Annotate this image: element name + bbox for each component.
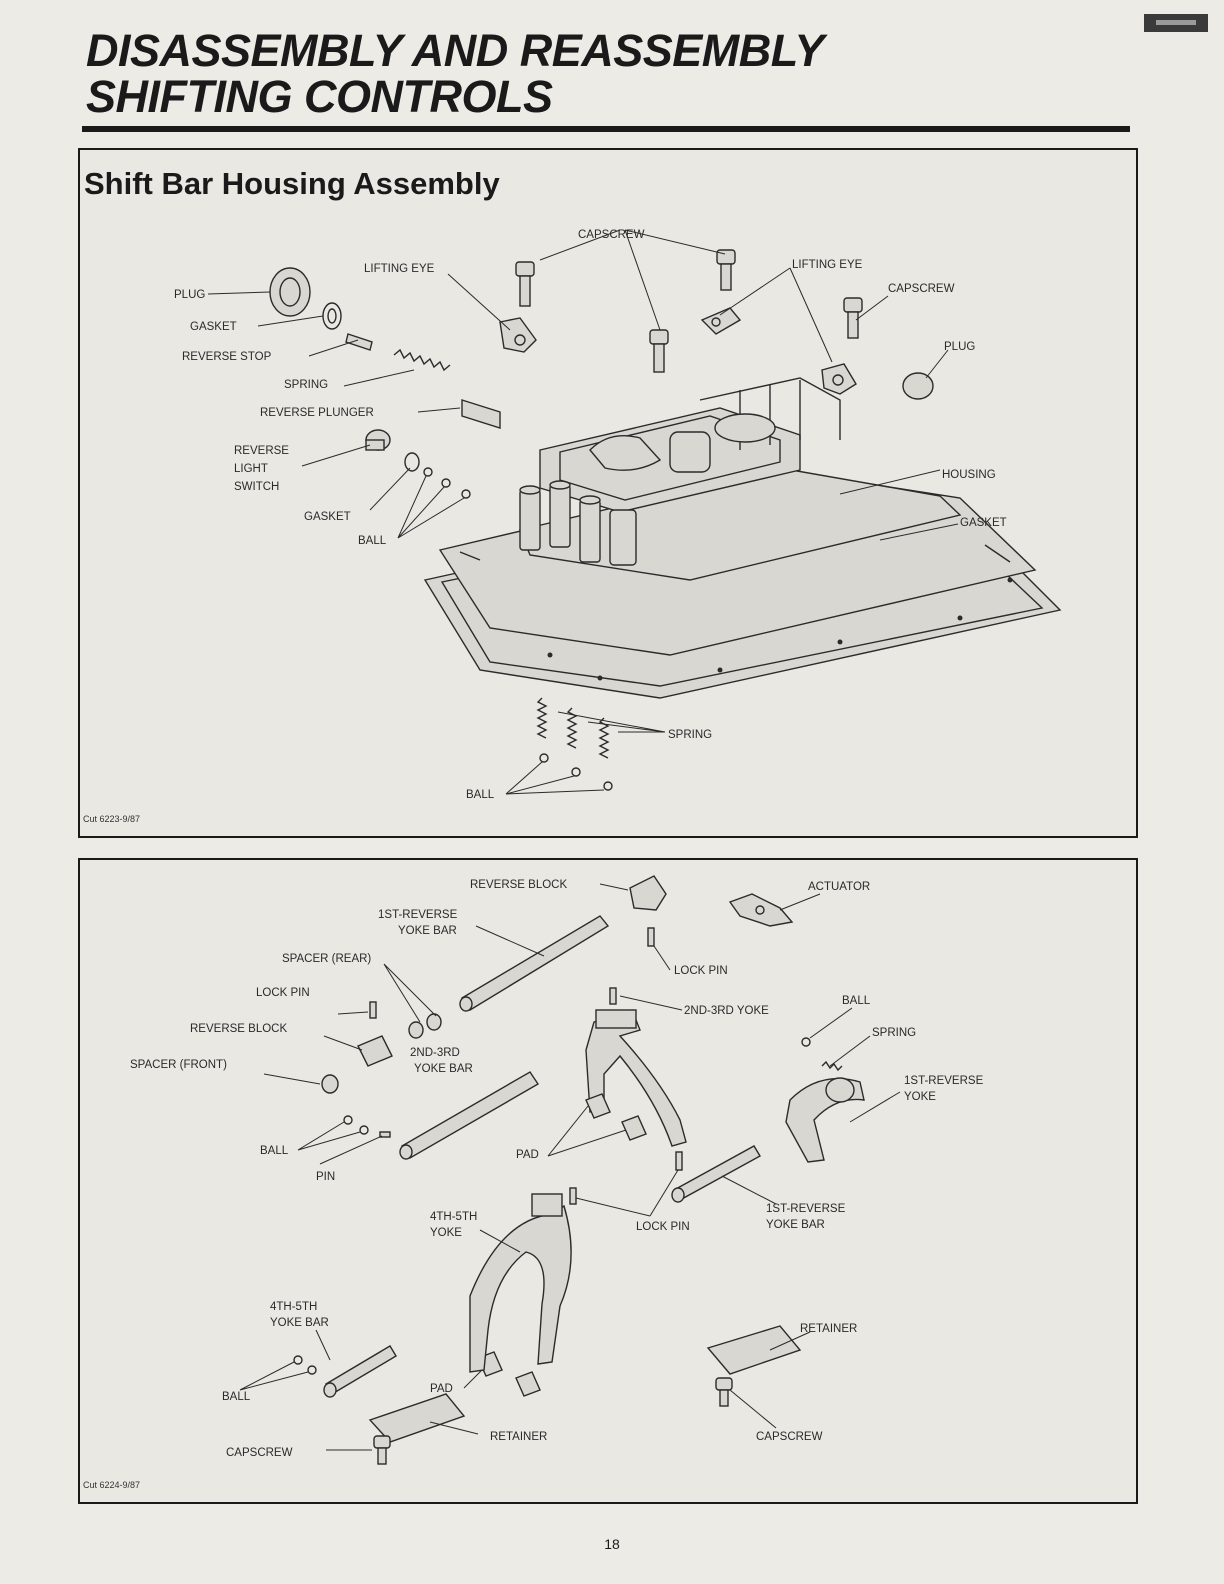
shift-bar-housing-figure: Shift Bar Housing Assembly xyxy=(78,148,1138,838)
label-capscrew-right: CAPSCREW xyxy=(888,283,955,295)
label-housing: HOUSING xyxy=(942,469,996,481)
label-lock-pin-top: LOCK PIN xyxy=(674,965,728,977)
page-title-line-2: SHIFTING CONTROLS xyxy=(86,71,553,122)
label-reverse-light-switch-1: REVERSE xyxy=(234,445,289,457)
label-pad-mid: PAD xyxy=(516,1149,539,1161)
label-spring: SPRING xyxy=(872,1027,916,1039)
label-spring-top: SPRING xyxy=(284,379,328,391)
label-spacer-rear: SPACER (REAR) xyxy=(282,953,371,965)
label-spring-bottom: SPRING xyxy=(668,729,712,741)
housing-labels: CAPSCREW LIFTING EYE LIFTING EYE CAPSCRE… xyxy=(174,229,1007,801)
label-retainer-right: RETAINER xyxy=(800,1323,857,1335)
components-exploded-diagram: REVERSE BLOCK ACTUATOR 1ST-REVERSE YOKE … xyxy=(130,875,984,1465)
components-drawing xyxy=(293,875,865,1465)
page-title: DISASSEMBLY AND REASSEMBLY SHIFTING CONT… xyxy=(86,28,824,120)
label-pad-bottom: PAD xyxy=(430,1383,453,1395)
label-ball-left: BALL xyxy=(260,1145,289,1157)
label-lock-pin-bottom: LOCK PIN xyxy=(636,1221,690,1233)
label-gasket-small: GASKET xyxy=(304,511,351,523)
label-plug-left: PLUG xyxy=(174,289,205,301)
housing-drawing xyxy=(438,377,1037,656)
label-pin: PIN xyxy=(316,1171,335,1183)
top-hardware-drawing xyxy=(269,249,934,499)
label-lifting-eye-left: LIFTING EYE xyxy=(364,263,435,275)
page-edge-tab xyxy=(1144,14,1208,32)
label-reverse-plunger: REVERSE PLUNGER xyxy=(260,407,374,419)
label-gasket-right: GASKET xyxy=(960,517,1007,529)
page-title-line-1: DISASSEMBLY AND REASSEMBLY xyxy=(86,25,824,76)
label-ball-bottom: BALL xyxy=(466,789,495,801)
housing-leader-lines xyxy=(207,229,959,795)
shift-bar-components-figure: REVERSE BLOCK ACTUATOR 1ST-REVERSE YOKE … xyxy=(78,858,1138,1504)
label-reverse-stop: REVERSE STOP xyxy=(182,351,272,363)
label-ball-right: BALL xyxy=(842,995,871,1007)
bottom-springs-drawing xyxy=(536,697,613,791)
components-leader-lines xyxy=(239,883,901,1451)
label-capscrew-left: CAPSCREW xyxy=(226,1447,293,1459)
label-first-reverse-yoke-1: 1ST-REVERSE xyxy=(904,1075,984,1087)
label-plug-right: PLUG xyxy=(944,341,975,353)
page-number: 18 xyxy=(604,1536,620,1552)
label-lock-pin-left: LOCK PIN xyxy=(256,987,310,999)
label-actuator: ACTUATOR xyxy=(808,881,870,893)
components-labels: REVERSE BLOCK ACTUATOR 1ST-REVERSE YOKE … xyxy=(130,879,984,1459)
label-gasket-left: GASKET xyxy=(190,321,237,333)
label-fourth-fifth-yoke-bar-1: 4TH-5TH xyxy=(270,1301,317,1313)
label-first-reverse-yoke-bar-bottom-2: YOKE BAR xyxy=(766,1219,825,1231)
label-reverse-block-left: REVERSE BLOCK xyxy=(190,1023,287,1035)
label-capscrew-top: CAPSCREW xyxy=(578,229,645,241)
label-first-reverse-yoke-bar-top-1: 1ST-REVERSE xyxy=(378,909,458,921)
label-reverse-light-switch-2: LIGHT xyxy=(234,463,268,475)
label-lifting-eye-right: LIFTING EYE xyxy=(792,259,863,271)
figure-cut-number: Cut 6224-9/87 xyxy=(83,1480,141,1490)
label-second-third-yoke-bar-2: YOKE BAR xyxy=(414,1063,473,1075)
label-fourth-fifth-yoke-bar-2: YOKE BAR xyxy=(270,1317,329,1329)
label-ball-top: BALL xyxy=(358,535,387,547)
label-first-reverse-yoke-bar-top-2: YOKE BAR xyxy=(398,925,457,937)
figure-title: Shift Bar Housing Assembly xyxy=(84,166,500,201)
label-fourth-fifth-yoke-1: 4TH-5TH xyxy=(430,1211,477,1223)
label-ball-bottom: BALL xyxy=(222,1391,251,1403)
figure-cut-number: Cut 6223-9/87 xyxy=(83,814,141,824)
label-second-third-yoke-bar-1: 2ND-3RD xyxy=(410,1047,460,1059)
label-first-reverse-yoke-2: YOKE xyxy=(904,1091,936,1103)
label-spacer-front: SPACER (FRONT) xyxy=(130,1059,227,1071)
label-fourth-fifth-yoke-2: YOKE xyxy=(430,1227,462,1239)
title-rule xyxy=(82,126,1130,132)
label-second-third-yoke: 2ND-3RD YOKE xyxy=(684,1005,769,1017)
label-retainer-bottom: RETAINER xyxy=(490,1431,547,1443)
label-reverse-light-switch-3: SWITCH xyxy=(234,481,279,493)
housing-exploded-diagram: CAPSCREW LIFTING EYE LIFTING EYE CAPSCRE… xyxy=(174,229,1062,801)
label-capscrew-right: CAPSCREW xyxy=(756,1431,823,1443)
label-first-reverse-yoke-bar-bottom-1: 1ST-REVERSE xyxy=(766,1203,846,1215)
label-reverse-block-top: REVERSE BLOCK xyxy=(470,879,567,891)
